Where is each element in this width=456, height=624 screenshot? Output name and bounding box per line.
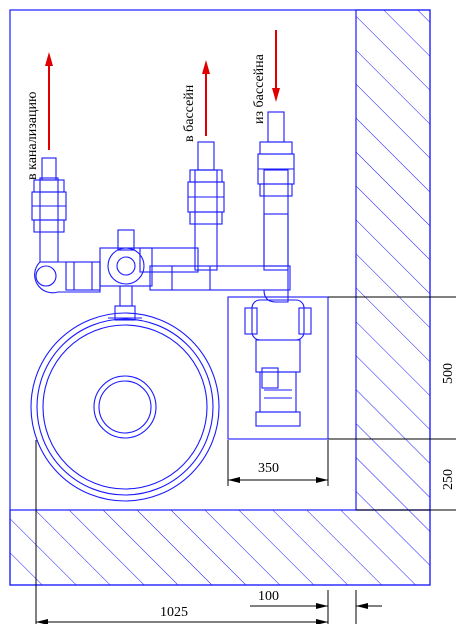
- label-from-pool: из бассейна: [252, 53, 267, 124]
- union-valve-suction: [257, 111, 295, 197]
- union-valve-return: [187, 141, 225, 225]
- label-to-sewer: в канализацию: [25, 92, 40, 180]
- dim-350: 350: [258, 461, 279, 476]
- dim-1025: 1025: [160, 605, 188, 620]
- flow-arrow-to-sewer: [45, 52, 53, 150]
- union-valve-sewer: [31, 157, 67, 233]
- dim-500: 500: [441, 363, 456, 384]
- dim-100: 100: [258, 589, 279, 604]
- flow-arrow-from-pool: [272, 30, 280, 102]
- filter-tank: [30, 305, 220, 502]
- pump: [227, 296, 329, 440]
- bottom-wall: [9, 509, 431, 586]
- dim-250: 250: [441, 469, 456, 490]
- dimension-arrows: [36, 477, 368, 624]
- multiport-valve: [99, 229, 153, 307]
- piping: [34, 169, 291, 303]
- label-to-pool: в бассейн: [182, 84, 197, 142]
- flow-arrow-to-pool: [202, 60, 210, 136]
- right-wall: [355, 9, 431, 511]
